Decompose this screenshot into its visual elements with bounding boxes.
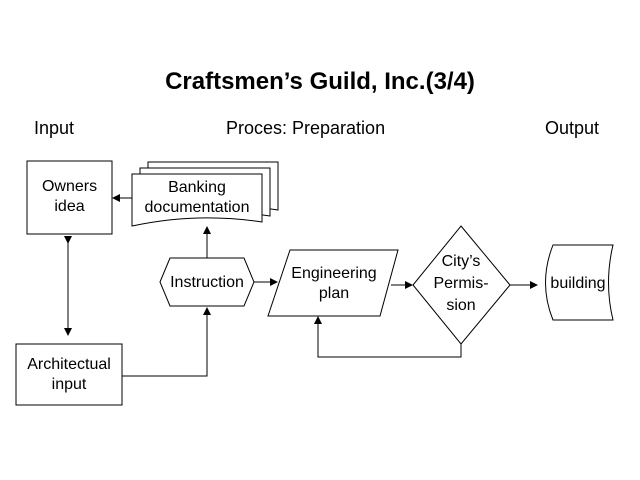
architectural-input-label: Architectual input [27,356,111,393]
owners-idea-box [26,160,113,235]
arrow-city-to-engineering-feedback [314,316,462,358]
column-header-process: Proces: Preparation [226,118,386,138]
banking-documentation-shape [131,161,279,227]
instruction-label: Instruction [170,274,244,291]
diagram-title: Craftsmen’s Guild, Inc.(3/4) [165,68,475,95]
owners-idea-label: Owners idea [41,178,98,215]
column-header-output: Output [545,118,600,138]
citys-permission-label: City’s Permis- sion [433,253,489,314]
arrow-architectural-to-instruction [122,307,211,377]
building-label: building [550,275,606,292]
architectural-input-box [15,343,123,406]
banking-documentation-label: Banking documentation [144,179,250,216]
engineering-plan-shape [267,249,399,317]
building-shape [545,244,614,321]
engineering-plan-label: Engineering plan [291,265,377,302]
column-header-input: Input [34,118,75,138]
